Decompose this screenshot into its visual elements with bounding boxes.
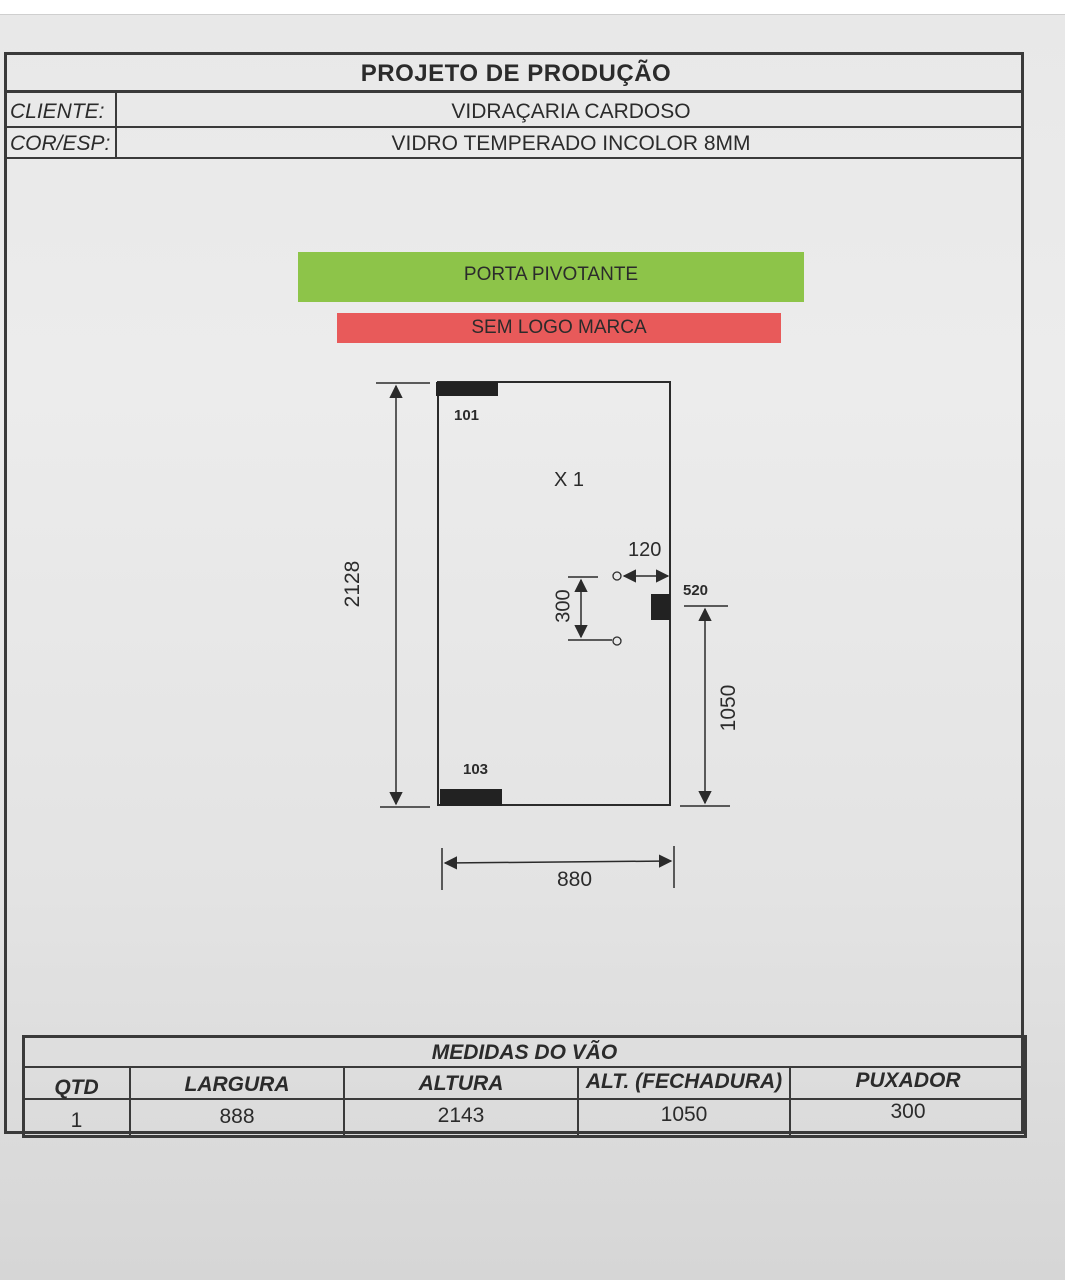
- width-dimension-line: [443, 854, 673, 870]
- handle-length-label: 300: [552, 589, 575, 623]
- client-label: CLIENTE:: [10, 100, 105, 123]
- table-col-divider-3: [577, 1068, 579, 1136]
- cell-puxador: 300: [890, 1100, 926, 1123]
- quantity-mark: X 1: [554, 469, 585, 491]
- top-hinge: [436, 382, 498, 396]
- cell-largura: 888: [219, 1105, 255, 1128]
- width-label: 880: [557, 868, 593, 891]
- color-label: COR/ESP:: [10, 132, 111, 155]
- table-col-divider-1: [129, 1068, 131, 1136]
- table-col-divider-2: [343, 1068, 345, 1136]
- bottom-hinge: [440, 789, 502, 806]
- cell-altura: 2143: [437, 1104, 485, 1127]
- header-puxador: PUXADOR: [855, 1069, 961, 1092]
- handle-hole-bottom: [612, 636, 622, 646]
- color-value: VIDRO TEMPERADO INCOLOR 8MM: [391, 132, 751, 155]
- label-column-divider: [115, 92, 117, 158]
- title-divider: [4, 90, 1024, 93]
- measurements-table: [22, 1035, 1027, 1138]
- door-type-banner: PORTA PIVOTANTE: [298, 252, 804, 302]
- header-largura: LARGURA: [184, 1073, 290, 1096]
- cell-qtd: 1: [70, 1109, 83, 1132]
- table-title-divider: [22, 1066, 1027, 1068]
- lock-code-label: 520: [683, 582, 709, 599]
- color-divider: [4, 157, 1024, 159]
- page-title: PROJETO DE PRODUÇÃO: [360, 60, 672, 87]
- logo-text: SEM LOGO MARCA: [471, 317, 647, 338]
- door-type-text: PORTA PIVOTANTE: [463, 264, 639, 285]
- table-title: MEDIDAS DO VÃO: [431, 1041, 618, 1064]
- header-altura: ALTURA: [418, 1072, 504, 1095]
- glass-panel-outline: [437, 381, 671, 806]
- cell-alt-fechadura: 1050: [660, 1103, 708, 1126]
- table-col-divider-4: [789, 1068, 791, 1136]
- header-alt-fechadura: ALT. (FECHADURA): [585, 1070, 783, 1093]
- top-hinge-code: 101: [454, 407, 480, 424]
- handle-offset-label: 120: [628, 539, 662, 561]
- lock-height-label: 1050: [717, 684, 740, 732]
- height-label: 2128: [341, 560, 364, 608]
- header-qtd: QTD: [54, 1076, 99, 1099]
- table-header-divider: [22, 1098, 1027, 1100]
- project-frame: [4, 52, 1024, 1134]
- lock-block: [651, 594, 670, 620]
- handle-hole-top: [612, 571, 622, 581]
- bottom-hinge-code: 103: [463, 761, 489, 778]
- logo-banner: SEM LOGO MARCA: [337, 313, 781, 343]
- client-value: VIDRAÇARIA CARDOSO: [451, 100, 691, 123]
- top-page-strip: [0, 0, 1065, 15]
- client-divider: [4, 126, 1024, 128]
